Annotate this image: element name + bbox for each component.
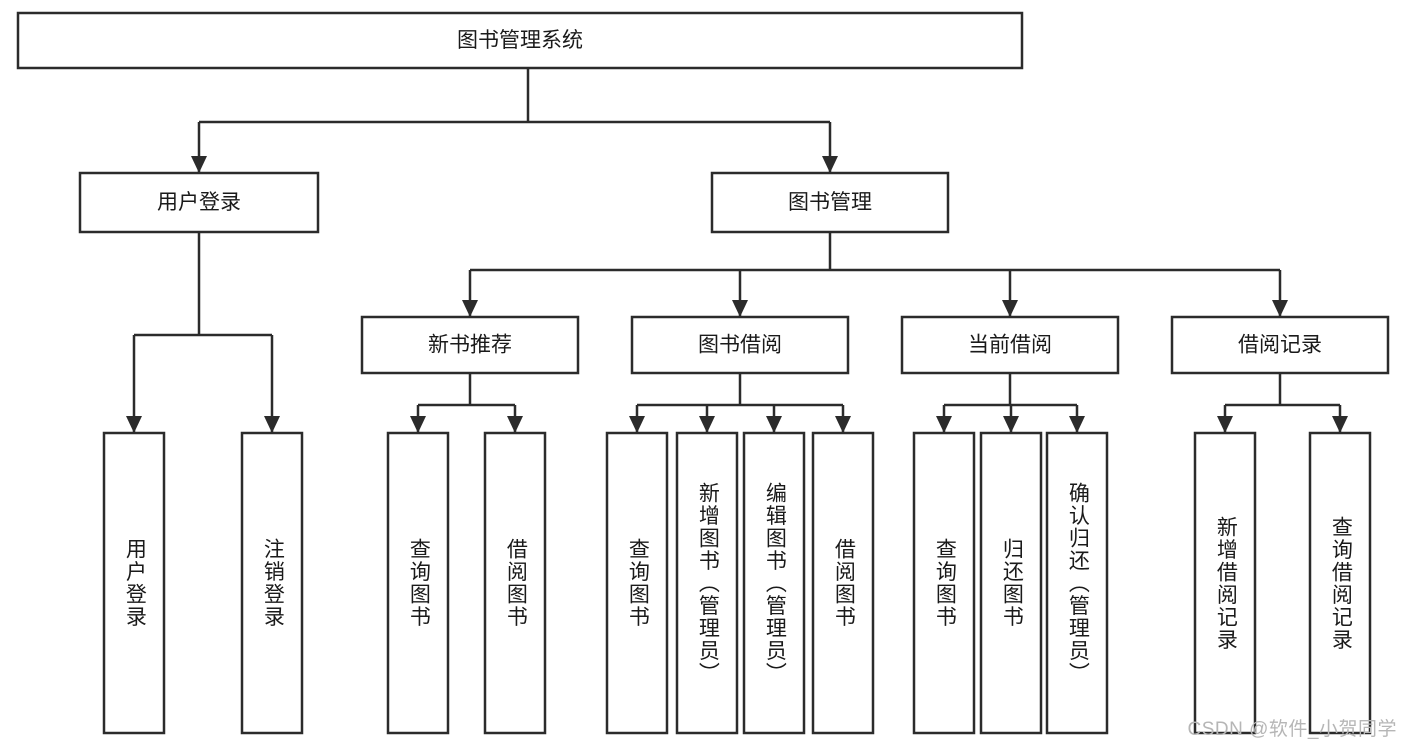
arrowhead-leaf-query-book-cur [936,416,952,433]
node-borrow-record[interactable]: 借阅记录 [1170,315,1390,375]
node-label: 用户登录 [157,191,241,214]
leaf-rect [912,431,976,735]
leaf-rect [811,431,875,735]
leaf-rect [675,431,739,735]
leaf-leaf-edit-book[interactable] [742,431,806,735]
arrowhead-leaf-add-record [1217,416,1233,433]
leaf-leaf-borrow-book-rec[interactable] [483,431,547,735]
arrowhead-borrow-record [1272,300,1288,317]
node-current-borrow[interactable]: 当前借阅 [900,315,1120,375]
leaf-leaf-return-book[interactable] [979,431,1043,735]
leaf-leaf-query-book-rec[interactable] [386,431,450,735]
leaf-leaf-add-book[interactable] [675,431,739,735]
arrowhead-leaf-borrow-book-rec [507,416,523,433]
node-rect [630,315,850,375]
node-user-login[interactable]: 用户登录 [78,171,320,234]
leaf-leaf-query-record[interactable] [1308,431,1372,735]
leaf-leaf-add-record[interactable] [1193,431,1257,735]
leaf-rect [483,431,547,735]
node-book-manage[interactable]: 图书管理 [710,171,950,234]
leaf-rect [240,431,304,735]
node-label: 图书借阅 [698,334,782,357]
leaf-rect [386,431,450,735]
leaf-rect [1045,431,1109,735]
arrowhead-leaf-query-record [1332,416,1348,433]
node-rect [1170,315,1390,375]
leaf-rect [979,431,1043,735]
leaf-leaf-query-book-borrow[interactable] [605,431,669,735]
node-label: 新书推荐 [428,334,512,357]
arrowhead-leaf-logout [264,416,280,433]
node-rect [710,171,950,234]
arrowhead-book-borrow [732,300,748,317]
arrowhead-leaf-query-book-borrow [629,416,645,433]
arrowhead-leaf-return-book [1003,416,1019,433]
node-root[interactable]: 图书管理系统 [16,11,1024,70]
arrowhead-leaf-add-book [699,416,715,433]
leaf-leaf-query-book-cur[interactable] [912,431,976,735]
node-label: 图书管理系统 [457,29,583,52]
leaf-leaf-user-login[interactable] [102,431,166,735]
node-label: 借阅记录 [1238,334,1322,357]
leaf-rect [1308,431,1372,735]
arrowhead-leaf-confirm-return [1069,416,1085,433]
leaf-rect [742,431,806,735]
node-new-book-recommend[interactable]: 新书推荐 [360,315,580,375]
arrowhead-leaf-user-login [126,416,142,433]
leaf-leaf-logout[interactable] [240,431,304,735]
leaf-rect [605,431,669,735]
arrowhead-book-manage [822,156,838,173]
arrowhead-current-borrow [1002,300,1018,317]
node-label: 当前借阅 [968,334,1052,357]
node-rect [16,11,1024,70]
node-label: 图书管理 [788,191,872,214]
node-book-borrow[interactable]: 图书借阅 [630,315,850,375]
leaf-rect [102,431,166,735]
watermark-text: CSDN @软件_小贺同学 [1187,719,1397,740]
node-rect [78,171,320,234]
arrowhead-leaf-query-book-rec [410,416,426,433]
arrowhead-leaf-edit-book [766,416,782,433]
arrowhead-new-book-recommend [462,300,478,317]
leaf-leaf-borrow-book[interactable] [811,431,875,735]
arrowhead-user-login [191,156,207,173]
arrowhead-leaf-borrow-book [835,416,851,433]
leaf-rect [1193,431,1257,735]
leaf-leaf-confirm-return[interactable] [1045,431,1109,735]
